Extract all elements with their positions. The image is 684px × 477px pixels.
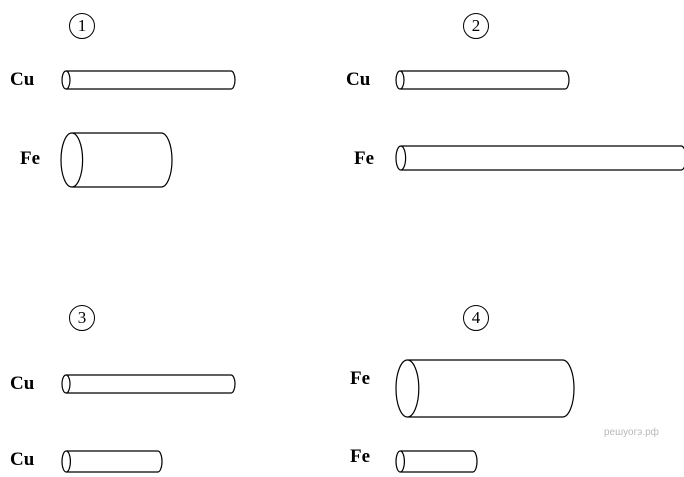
option-1-rod-2-label: Fe <box>20 148 41 169</box>
option-1-rod-1-label: Cu <box>10 69 35 90</box>
option-4-rod-1-cylinder <box>395 359 575 418</box>
option-1-number: 1 <box>69 13 95 39</box>
option-1-rod-1-cylinder <box>61 70 236 90</box>
option-3-rod-2-label: Cu <box>10 449 35 470</box>
option-2-rod-2-cylinder <box>395 145 684 171</box>
option-4-rod-1-label: Fe <box>350 368 371 389</box>
option-3-rod-1-label: Cu <box>10 373 35 394</box>
option-2-rod-1-cylinder <box>395 70 570 90</box>
option-1-rod-2-cylinder <box>60 132 173 188</box>
option-3-rod-1-cylinder <box>61 374 236 394</box>
option-4-number: 4 <box>463 305 489 331</box>
option-4-rod-2-cylinder <box>395 450 478 473</box>
option-4-rod-2-label: Fe <box>350 446 371 467</box>
option-3-rod-2-cylinder <box>61 450 163 473</box>
option-2-number: 2 <box>463 13 489 39</box>
option-2-rod-2-label: Fe <box>354 148 375 169</box>
watermark: решуогэ.рф <box>604 427 659 438</box>
option-2-rod-1-label: Cu <box>346 69 371 90</box>
option-3-number: 3 <box>69 305 95 331</box>
